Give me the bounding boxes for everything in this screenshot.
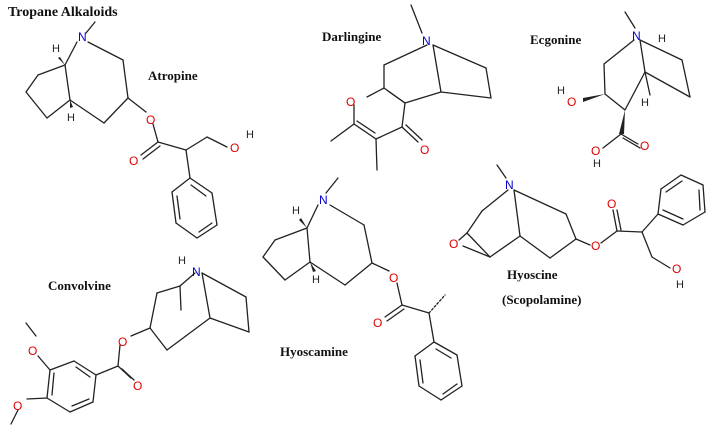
convolvine-structure: H N O O O O Convolvine (10, 255, 250, 425)
atropine-o-ester: O (146, 113, 155, 127)
darlingine-o-ring: O (346, 95, 355, 109)
hyoscamine-o-ester: O (389, 271, 398, 285)
hyoscine-h-hydroxyl: H (676, 279, 684, 291)
ecgonine-structure: N H H H O O H O Ecgonine (530, 11, 691, 170)
hyoscine-o-ester: O (591, 239, 600, 253)
atropine-o-carbonyl: O (129, 154, 138, 168)
ecgonine-h-atom-1: H (658, 33, 666, 45)
convolvine-h-atom: H (178, 255, 186, 267)
convolvine-o-carbonyl: O (133, 379, 142, 393)
convolvine-o-methoxy-1: O (28, 344, 37, 358)
hyoscine-o-epoxide: O (449, 237, 458, 251)
figure-title: Tropane Alkaloids (8, 5, 118, 20)
hyoscamine-h-atom-1: H (292, 205, 300, 217)
atropine-n-atom: N (78, 30, 87, 44)
atropine-h-atom-1: H (52, 43, 60, 55)
hyoscine-n-atom: N (505, 178, 514, 192)
atropine-structure: N H H O O O H Atropine (25, 21, 254, 239)
hyoscine-alt-label: (Scopolamine) (502, 292, 581, 307)
ecgonine-o-acid: O (591, 144, 600, 158)
hyoscine-label: Hyoscine (507, 267, 558, 282)
convolvine-label: Convolvine (48, 278, 111, 293)
ecgonine-h-hydroxyl: H (557, 85, 565, 97)
ecgonine-h-acid: H (593, 158, 601, 170)
convolvine-o-ester: O (118, 335, 127, 349)
ecgonine-h-atom-2: H (641, 97, 649, 109)
ecgonine-o-carbonyl: O (640, 139, 649, 153)
hyoscamine-label: Hyoscamine (280, 344, 348, 359)
hyoscamine-n-atom: N (319, 193, 328, 207)
hyoscamine-h-atom-2: H (312, 274, 320, 286)
convolvine-n-atom: N (192, 265, 201, 279)
darlingine-structure: N O O Darlingine (322, 4, 492, 171)
darlingine-o-ketone: O (420, 143, 429, 157)
atropine-label: Atropine (148, 68, 198, 83)
ecgonine-o-hydroxyl: O (567, 95, 576, 109)
hyoscine-structure: N O O O O H Hyoscine (Scopolamine) (449, 164, 706, 307)
convolvine-o-methoxy-2: O (13, 399, 22, 413)
darlingine-n-atom: N (422, 34, 431, 48)
hyoscamine-o-carbonyl: O (373, 316, 382, 330)
hyoscamine-structure: N H H O O Hyoscamine (262, 177, 463, 401)
hyoscine-o-hydroxyl: O (672, 262, 681, 276)
hyoscine-o-carbonyl: O (607, 197, 616, 211)
atropine-h-hydroxyl: H (246, 129, 254, 141)
darlingine-label: Darlingine (322, 29, 381, 44)
atropine-o-hydroxyl: O (230, 141, 239, 155)
ecgonine-label: Ecgonine (530, 32, 582, 47)
ecgonine-n-atom: N (632, 29, 641, 43)
atropine-h-atom-2: H (67, 112, 75, 124)
